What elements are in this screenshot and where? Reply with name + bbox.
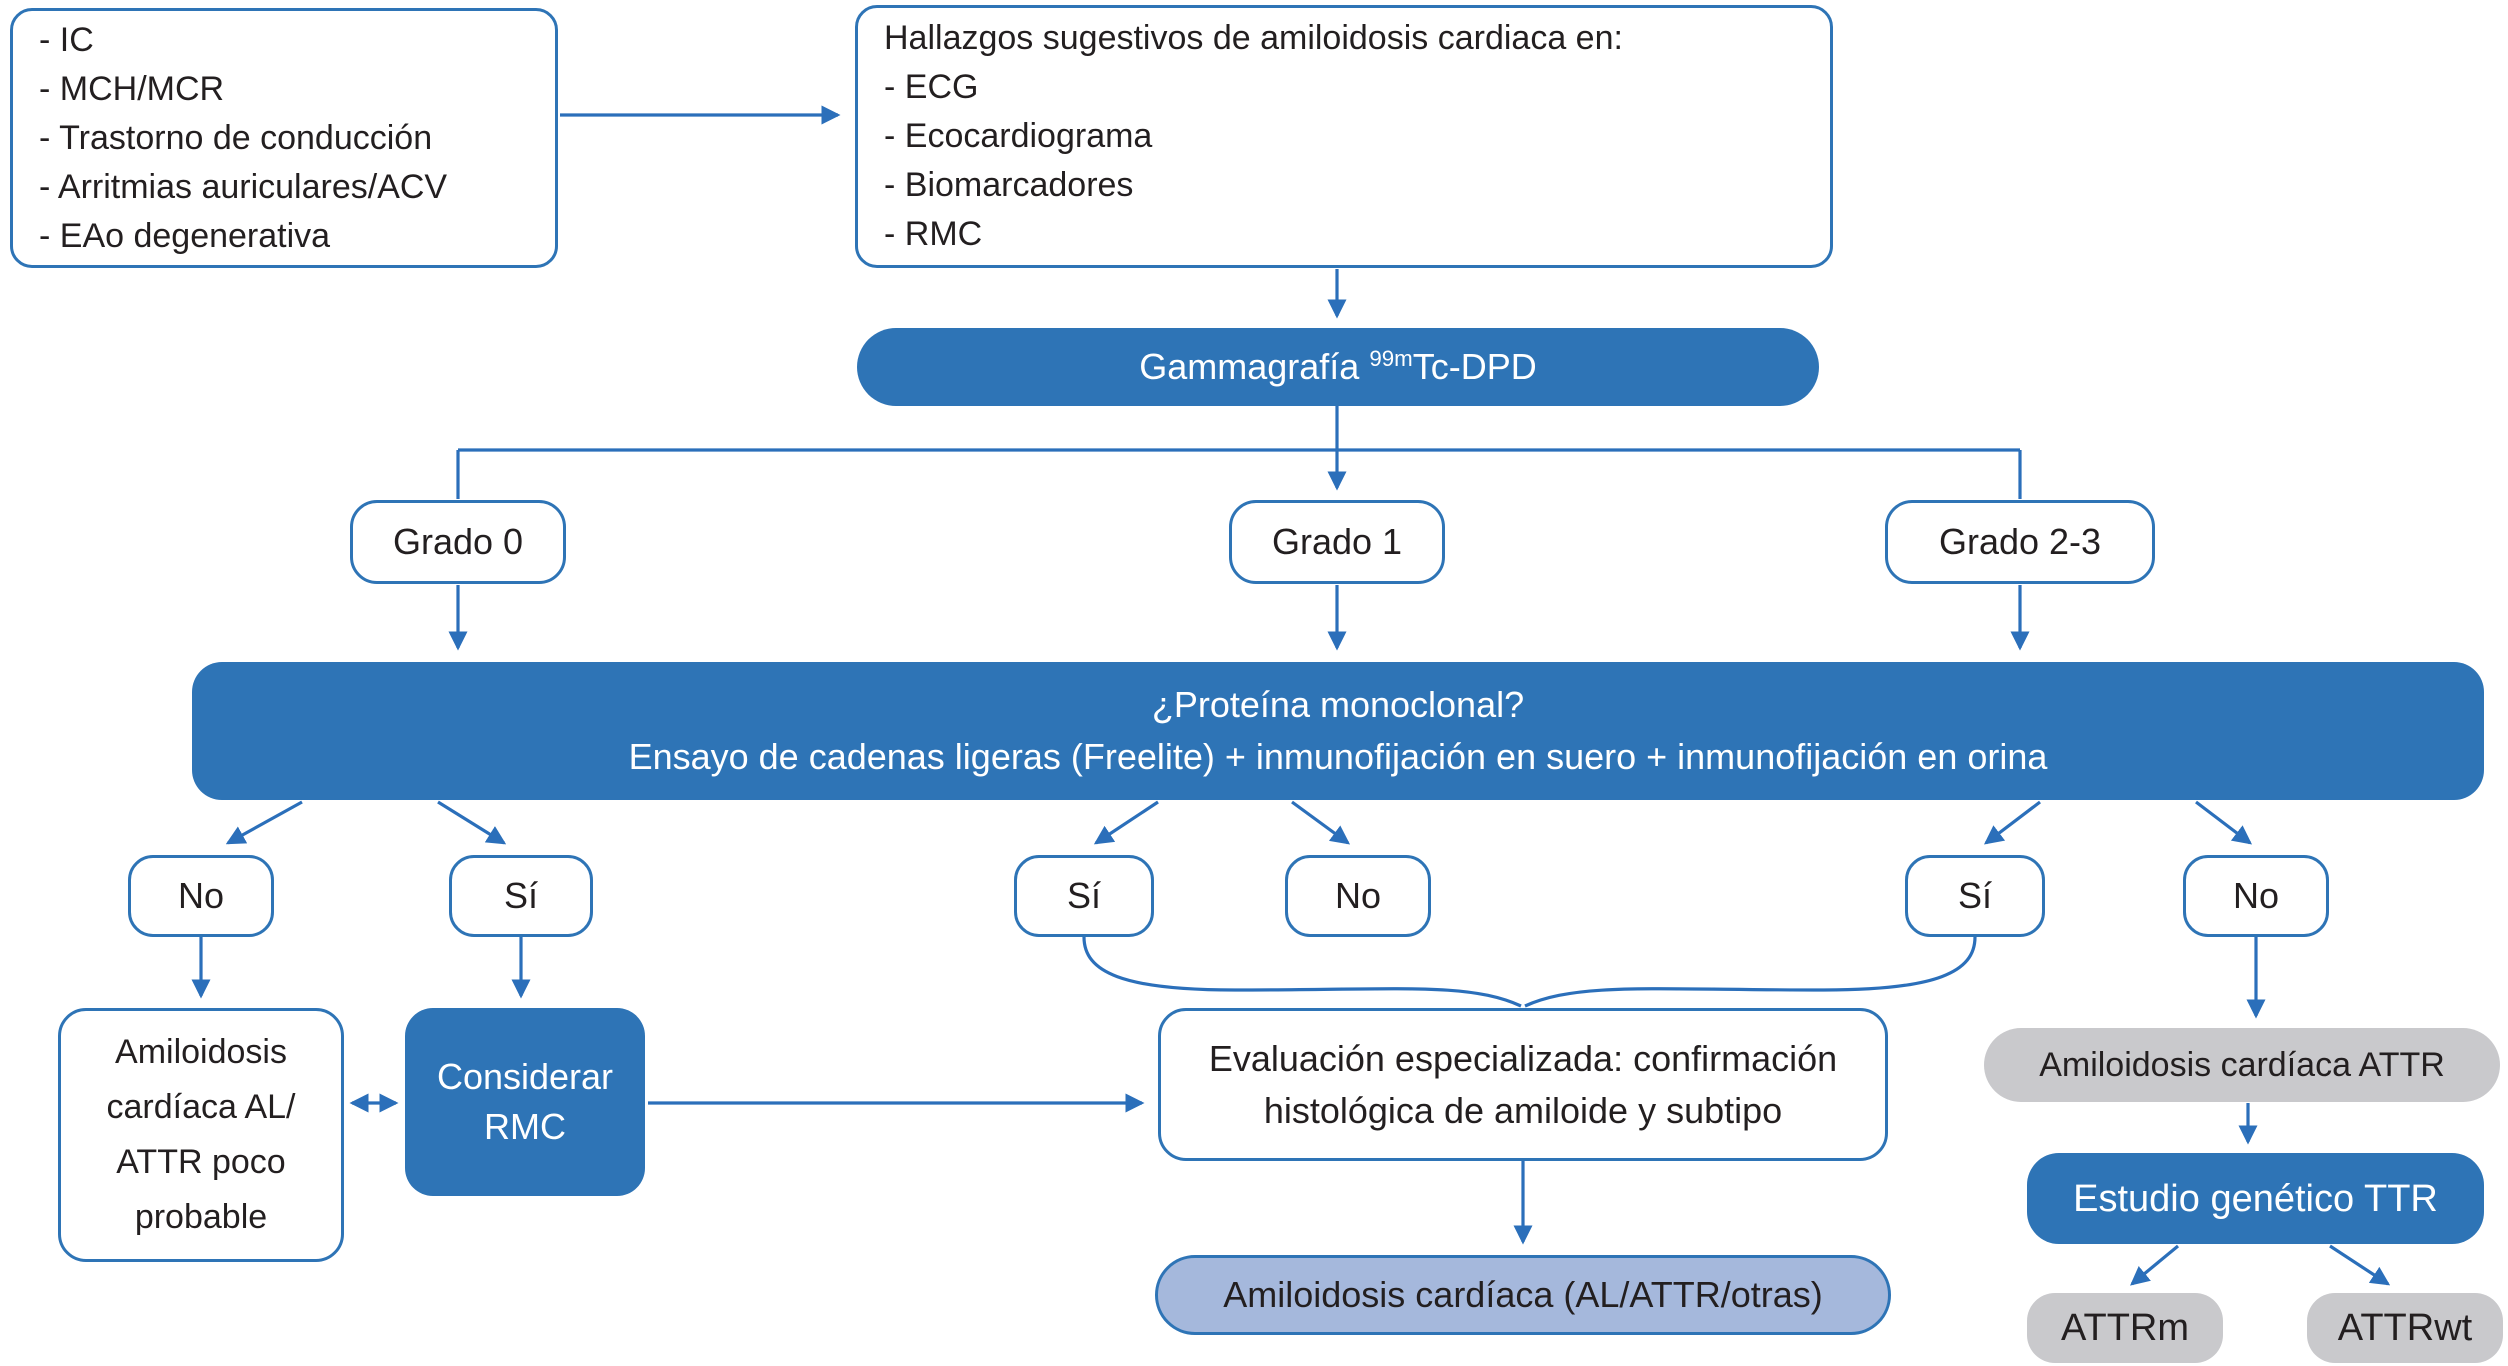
cardiac-amyloidosis-any-label: Amiloidosis cardíaca (AL/ATTR/otras) bbox=[1223, 1274, 1823, 1315]
findings-item: - Ecocardiograma bbox=[884, 117, 1153, 155]
grade1-si-label: Sí bbox=[1066, 875, 1101, 916]
grade1-si-pill: Sí bbox=[1014, 855, 1154, 937]
brace-right-curve bbox=[1524, 936, 1977, 1008]
suggestive-findings-box: Hallazgos sugestivos de amiloidosis card… bbox=[855, 5, 1833, 268]
al-attr-unlikely-line: ATTR poco bbox=[116, 1143, 286, 1181]
protein-question-line2: Ensayo de cadenas ligeras (Freelite) + i… bbox=[628, 736, 2048, 777]
arrow-bar-to-g0-si bbox=[437, 800, 507, 845]
grade1-pill: Grado 1 bbox=[1229, 500, 1445, 584]
red-flag-item: - Trastorno de conducción bbox=[39, 118, 433, 157]
grade0-label: Grado 0 bbox=[392, 521, 524, 562]
protein-question-line1: ¿Proteína monoclonal? bbox=[1151, 684, 1525, 725]
arrow-bar-to-g23-si bbox=[1983, 800, 2041, 845]
consider-cmr-line: RMC bbox=[484, 1106, 566, 1147]
al-attr-unlikely-line: Amiloidosis bbox=[115, 1033, 287, 1071]
cardiac-amyloidosis-attr-pill: Amiloidosis cardíaca ATTR bbox=[1984, 1028, 2500, 1102]
red-flags-box: - IC - MCH/MCR - Trastorno de conducción… bbox=[10, 8, 558, 268]
grade23-label: Grado 2-3 bbox=[1938, 521, 2102, 562]
specialized-evaluation-line: histológica de amiloide y subtipo bbox=[1263, 1089, 1783, 1131]
arrow-bar-to-g1-no bbox=[1291, 800, 1351, 845]
specialized-evaluation-box: Evaluación especializada: confirmación h… bbox=[1158, 1008, 1888, 1161]
arrow-bar-to-g0-no bbox=[225, 800, 303, 845]
red-flag-item: - MCH/MCR bbox=[39, 69, 225, 108]
ttr-genetic-study-label: Estudio genético TTR bbox=[2073, 1177, 2438, 1220]
red-flag-item: - EAo degenerativa bbox=[39, 216, 331, 255]
al-attr-unlikely-line: probable bbox=[134, 1198, 268, 1236]
consider-cmr-line: Considerar bbox=[436, 1056, 614, 1097]
grade0-si-pill: Sí bbox=[449, 855, 593, 937]
grade23-pill: Grado 2-3 bbox=[1885, 500, 2155, 584]
al-attr-unlikely-line: cardíaca AL/ bbox=[106, 1088, 296, 1126]
attrm-pill: ATTRm bbox=[2027, 1293, 2223, 1363]
grade23-si-label: Sí bbox=[1957, 875, 1992, 916]
grade23-no-pill: No bbox=[2183, 855, 2329, 937]
grade0-si-label: Sí bbox=[503, 875, 538, 916]
arrow-genetic-to-attrwt bbox=[2329, 1244, 2391, 1286]
protein-question-bar: ¿Proteína monoclonal? Ensayo de cadenas … bbox=[192, 662, 2484, 800]
scintigraphy-label: Gammagrafía 99mTc-DPD bbox=[1139, 346, 1537, 387]
scintigraphy-pill: Gammagrafía 99mTc-DPD bbox=[857, 328, 1819, 406]
consider-cmr-box: Considerar RMC bbox=[405, 1008, 645, 1196]
grade1-label: Grado 1 bbox=[1271, 521, 1403, 562]
grade1-no-pill: No bbox=[1285, 855, 1431, 937]
grade1-no-label: No bbox=[1334, 875, 1382, 916]
attrwt-label: ATTRwt bbox=[2337, 1307, 2473, 1349]
red-flag-item: - Arritmias auriculares/ACV bbox=[39, 167, 448, 206]
cardiac-amyloidosis-attr-label: Amiloidosis cardíaca ATTR bbox=[2039, 1045, 2445, 1084]
grade23-no-label: No bbox=[2232, 875, 2280, 916]
al-attr-unlikely-box: Amiloidosis cardíaca AL/ ATTR poco proba… bbox=[58, 1008, 344, 1262]
grade0-no-label: No bbox=[177, 875, 225, 916]
arrow-bar-to-g23-no bbox=[2195, 800, 2253, 845]
arrow-genetic-to-attrm bbox=[2130, 1244, 2180, 1286]
findings-item: - Biomarcadores bbox=[884, 166, 1134, 204]
grade0-pill: Grado 0 bbox=[350, 500, 566, 584]
specialized-evaluation-line: Evaluación especializada: confirmación bbox=[1208, 1037, 1838, 1079]
findings-item: - RMC bbox=[884, 215, 983, 253]
attrwt-pill: ATTRwt bbox=[2307, 1293, 2503, 1363]
brace-left-curve bbox=[1082, 936, 1522, 1008]
red-flag-item: - IC bbox=[39, 20, 94, 59]
cardiac-amyloidosis-any-pill: Amiloidosis cardíaca (AL/ATTR/otras) bbox=[1155, 1255, 1891, 1335]
ttr-genetic-study-pill: Estudio genético TTR bbox=[2027, 1153, 2484, 1244]
grade23-si-pill: Sí bbox=[1905, 855, 2045, 937]
attrm-label: ATTRm bbox=[2060, 1307, 2190, 1349]
grade0-no-pill: No bbox=[128, 855, 274, 937]
arrow-bar-to-g1-si bbox=[1093, 800, 1159, 845]
findings-title: Hallazgos sugestivos de amiloidosis card… bbox=[884, 19, 1623, 57]
findings-item: - ECG bbox=[884, 68, 979, 106]
